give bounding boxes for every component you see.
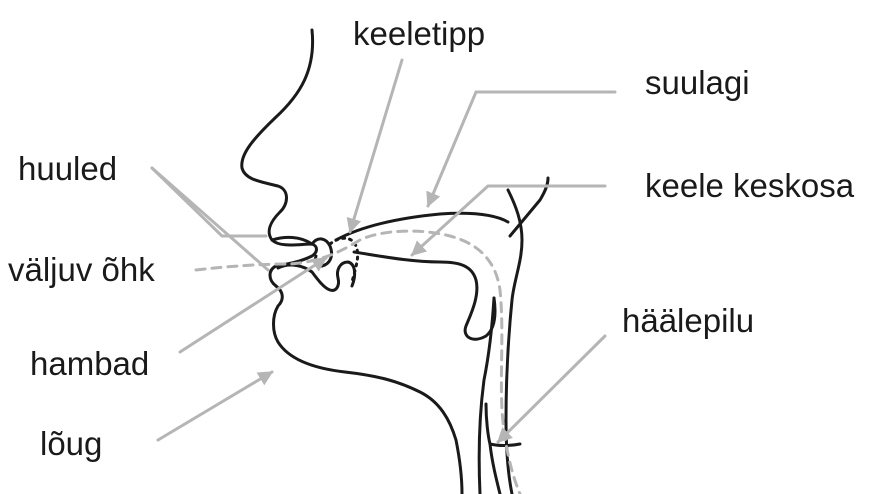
- leader-huuled-2: [152, 168, 268, 270]
- pharynx-back-wall: [506, 190, 522, 494]
- pharynx-front-wall: [479, 298, 494, 494]
- leader-haalepilu: [498, 336, 605, 442]
- label-keele-keskosa: keele keskosa: [645, 169, 854, 202]
- label-keeletipp: keeletipp: [353, 17, 485, 50]
- leader-keeletipp: [350, 60, 402, 232]
- label-loug: lõug: [40, 427, 102, 460]
- label-valjuv-ohk: väljuv õhk: [8, 253, 155, 286]
- label-haalepilu: häälepilu: [622, 304, 754, 337]
- label-huuled: huuled: [18, 152, 117, 185]
- larynx-line: [490, 444, 500, 494]
- palate-outline: [336, 213, 508, 240]
- leader-keele-keskosa: [412, 186, 605, 255]
- label-suulagi: suulagi: [645, 66, 750, 99]
- leader-suulagi: [428, 92, 615, 206]
- tongue-body-outline: [354, 252, 495, 339]
- leader-loug: [158, 372, 272, 440]
- label-hambad: hambad: [30, 347, 149, 380]
- leader-hambad: [180, 258, 326, 352]
